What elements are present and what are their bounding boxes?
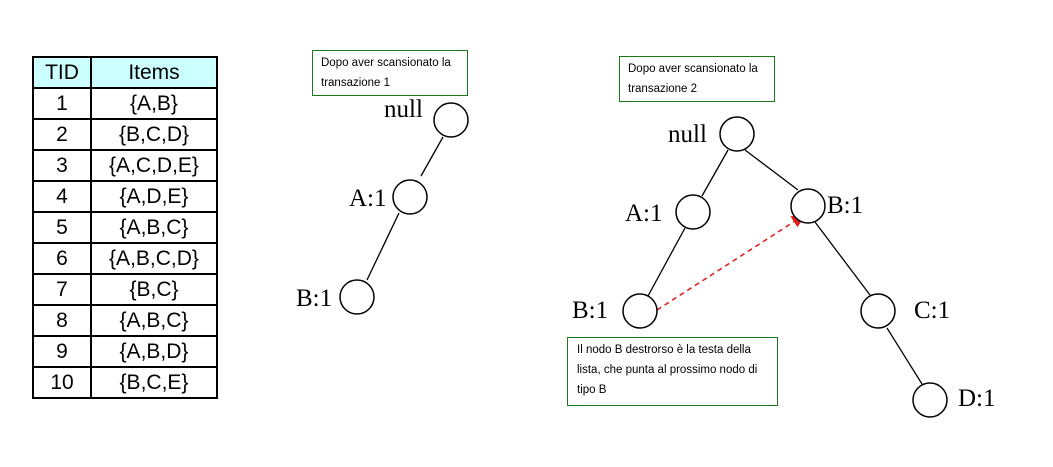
header-items: Items (90, 56, 218, 89)
items-cell: {A,B} (90, 87, 218, 120)
tid-cell: 6 (32, 242, 92, 275)
tid-cell: 10 (32, 366, 92, 399)
label-t2-a: A:1 (625, 200, 663, 227)
node-link-arrow (656, 213, 808, 311)
tid-cell: 2 (32, 118, 92, 151)
transactions-table: TID Items 1{A,B} 2{B,C,D} 3{A,C,D,E} 4{A… (32, 56, 218, 399)
table-row: 9{A,B,D} (32, 335, 218, 368)
table-row: 8{A,B,C} (32, 304, 218, 337)
edge-t2-a-b (647, 227, 686, 297)
edge-t2-b-c (814, 221, 871, 296)
table-row: 10{B,C,E} (32, 366, 218, 399)
node-t1-a (392, 179, 428, 215)
table-row: 4{A,D,E} (32, 180, 218, 213)
label-t2-b-left: B:1 (572, 297, 608, 324)
tid-cell: 5 (32, 211, 92, 244)
table-header-row: TID Items (32, 56, 218, 89)
tid-cell: 4 (32, 180, 92, 213)
items-cell: {A,B,C,D} (90, 242, 218, 275)
node-t2-d (912, 382, 948, 418)
edge-t1-a-b (366, 212, 400, 281)
node-t2-c (860, 293, 896, 329)
items-cell: {B,C} (90, 273, 218, 306)
label-t1-b: B:1 (296, 285, 332, 312)
edge-t2-null-b (744, 149, 799, 191)
edge-t2-c-d (886, 327, 923, 385)
label-t2-d: D:1 (958, 385, 996, 412)
node-t2-b-left (622, 293, 658, 329)
items-cell: {B,C,D} (90, 118, 218, 151)
node-t2-a (675, 194, 711, 230)
node-t1-b (339, 279, 375, 315)
label-t1-a: A:1 (349, 185, 387, 212)
tid-cell: 7 (32, 273, 92, 306)
tid-cell: 3 (32, 149, 92, 182)
node-t2-null (719, 116, 755, 152)
note-transaction-1: Dopo aver scansionato la transazione 1 (312, 50, 468, 96)
node-t1-null (433, 102, 469, 138)
items-cell: {A,B,C} (90, 304, 218, 337)
tid-cell: 8 (32, 304, 92, 337)
table-row: 5{A,B,C} (32, 211, 218, 244)
edge-t1-null-a (420, 136, 444, 177)
note-pointer-explanation: Il nodo B destrorso è la testa della lis… (567, 337, 778, 406)
edge-t2-null-a (701, 149, 729, 197)
table-row: 1{A,B} (32, 87, 218, 120)
table-row: 2{B,C,D} (32, 118, 218, 151)
items-cell: {B,C,E} (90, 366, 218, 399)
label-t2-b-right: B:1 (827, 192, 863, 219)
table-row: 7{B,C} (32, 273, 218, 306)
label-t1-null: null (384, 96, 423, 123)
items-cell: {A,C,D,E} (90, 149, 218, 182)
items-cell: {A,B,C} (90, 211, 218, 244)
node-t2-b-right (790, 188, 826, 224)
table-row: 6{A,B,C,D} (32, 242, 218, 275)
header-tid: TID (32, 56, 92, 89)
tid-cell: 1 (32, 87, 92, 120)
items-cell: {A,D,E} (90, 180, 218, 213)
note-transaction-2: Dopo aver scansionato la transazione 2 (619, 56, 775, 102)
label-t2-null: null (668, 121, 707, 148)
items-cell: {A,B,D} (90, 335, 218, 368)
label-t2-c: C:1 (914, 297, 950, 324)
tid-cell: 9 (32, 335, 92, 368)
table-row: 3{A,C,D,E} (32, 149, 218, 182)
